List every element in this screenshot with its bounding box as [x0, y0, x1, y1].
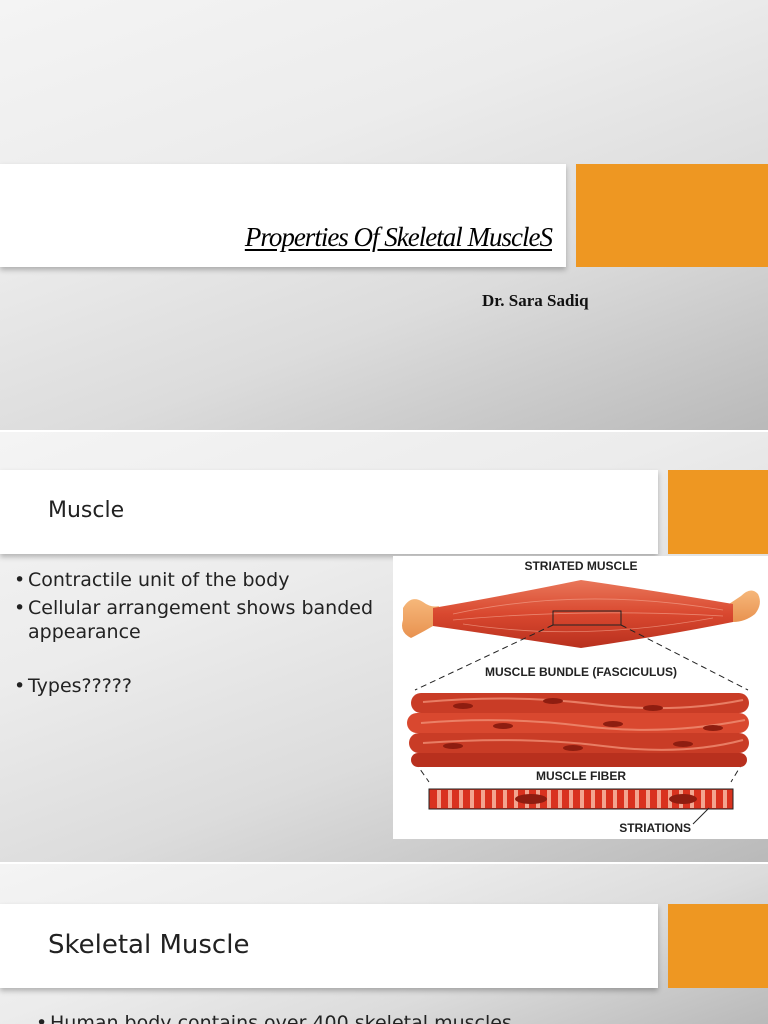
bullet-list: Contractile unit of the body Cellular ar…: [14, 568, 394, 702]
striation-band: [492, 790, 496, 808]
striation-band: [712, 790, 716, 808]
slide-title: Properties Of Skeletal MuscleS Dr. Sara …: [0, 0, 768, 432]
striation-band: [437, 790, 441, 808]
striation-band: [448, 790, 452, 808]
slide-skeletal-muscle: Skeletal Muscle Human body contains over…: [0, 864, 768, 1024]
muscle-fiber: [428, 788, 734, 810]
striation-band: [646, 790, 650, 808]
striation-band: [602, 790, 606, 808]
striation-band: [580, 790, 584, 808]
striation-band: [591, 790, 595, 808]
muscle-diagram-graphic: STRIATED MUSCLE MUSCLE BUNDLE (FASCICULU…: [402, 559, 760, 835]
slide-heading: Muscle: [48, 498, 125, 523]
muscle-diagram: STRIATED MUSCLE MUSCLE BUNDLE (FASCICULU…: [393, 556, 768, 839]
striation-band: [470, 790, 474, 808]
author-name: Dr. Sara Sadiq: [482, 291, 589, 310]
striation-band: [613, 790, 617, 808]
striation-band: [635, 790, 639, 808]
label-striations: STRIATIONS: [619, 821, 691, 835]
striation-band: [657, 790, 661, 808]
slide-muscle: Muscle Contractile unit of the body Cell…: [0, 432, 768, 864]
striation-band: [547, 790, 551, 808]
slide-heading: Skeletal Muscle: [48, 930, 250, 960]
title-bar: Muscle: [0, 470, 658, 554]
label-muscle-bundle: MUSCLE BUNDLE (FASCICULUS): [485, 665, 677, 679]
accent-block: [576, 164, 768, 267]
accent-block: [668, 470, 768, 554]
bullet-item: Contractile unit of the body: [14, 568, 394, 592]
slide-title-text: Properties Of Skeletal MuscleS: [244, 222, 553, 252]
label-striated-muscle: STRIATED MUSCLE: [524, 559, 637, 573]
whole-muscle: [402, 580, 760, 648]
striation-band: [701, 790, 705, 808]
striation-band: [481, 790, 485, 808]
label-muscle-fiber: MUSCLE FIBER: [536, 769, 626, 783]
accent-block: [668, 904, 768, 988]
striation-band: [558, 790, 562, 808]
striation-band: [459, 790, 463, 808]
title-bar: Skeletal Muscle: [0, 904, 658, 988]
striation-band: [624, 790, 628, 808]
striation-band: [503, 790, 507, 808]
muscle-bundle: [407, 693, 749, 767]
bullet-item: Human body contains over 400 skeletal mu…: [36, 1012, 512, 1024]
striation-band: [723, 790, 727, 808]
striations-pointer: [692, 807, 710, 825]
bullet-item: Types?????: [14, 674, 394, 698]
bullet-item: Cellular arrangement shows banded appear…: [14, 596, 394, 644]
title-bar: Properties Of Skeletal MuscleS: [0, 164, 566, 267]
striation-band: [569, 790, 573, 808]
